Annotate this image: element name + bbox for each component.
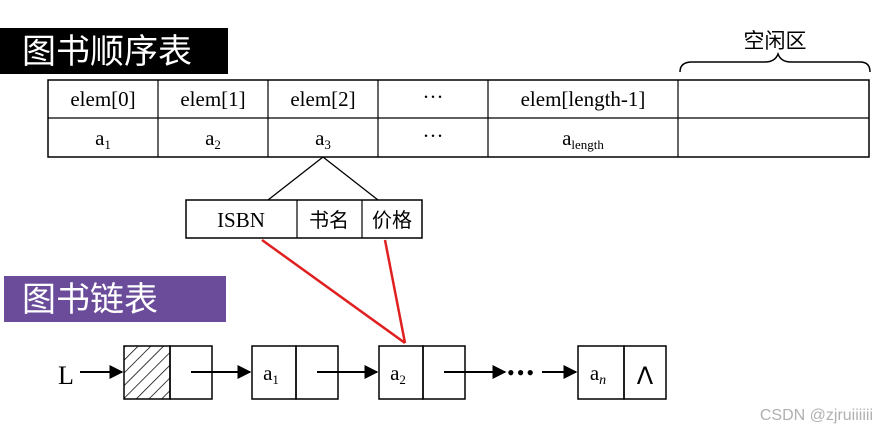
seq-value-cell: a1 [95,126,111,152]
seq-value-cell: ··· [423,124,444,148]
seq-value-cell: alength [562,126,604,152]
watermark: CSDN @zjruiiiiii [760,407,873,424]
book-record: ISBN 书名 价格 [185,199,423,239]
node-data: a2 [390,361,406,387]
head-node [123,345,213,400]
seq-value-cell: a2 [205,126,221,152]
linked-banner [4,276,226,322]
seq-table: elem[0] elem[1] elem[2] ··· elem[length-… [47,79,870,158]
seq-header-cell: elem[1] [180,87,245,111]
seq-banner-title: 图书顺序表 [22,32,192,72]
node-data: an [590,361,606,388]
list-ellipsis: ••• [507,360,536,385]
record-field-isbn: ISBN [217,208,265,232]
seq-header-cell: elem[2] [290,87,355,111]
linked-banner-title: 图书链表 [22,280,158,320]
seq-header-cell: elem[0] [70,87,135,111]
free-area-label: 空闲区 [744,29,807,53]
record-expansion-line [322,156,379,201]
seq-header-cell: ··· [423,85,444,109]
highlight-line [383,239,407,344]
highlight-line [261,238,406,345]
head-pointer-label: L [58,361,74,390]
seq-banner [0,28,228,74]
record-field-title: 书名 [309,208,349,232]
seq-value-cell: a3 [315,126,331,152]
record-expansion-line [267,156,324,201]
free-area-brace [679,51,871,73]
null-pointer-symbol: Λ [637,362,654,390]
seq-header-cell: elem[length-1] [521,87,646,111]
record-field-price: 价格 [372,208,412,232]
list-node-tail: an Λ [577,345,667,400]
node-data: a1 [263,361,279,387]
